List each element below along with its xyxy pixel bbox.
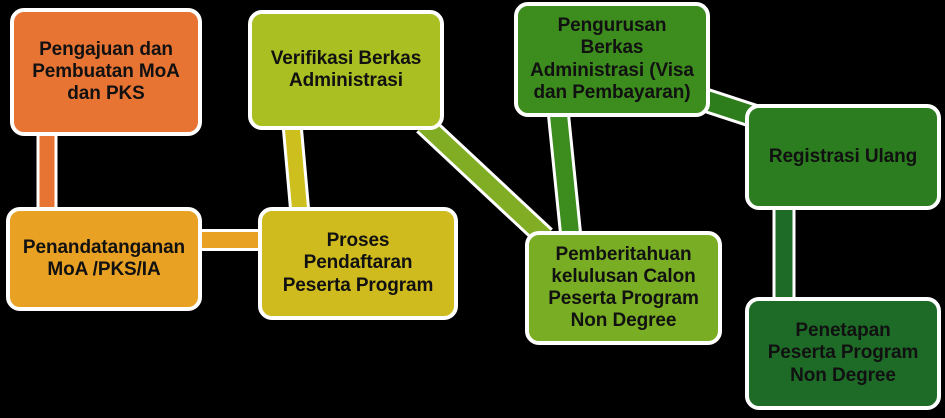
connector-pengurusan-to-pemberitahuan [546, 108, 583, 240]
node-label: Pengajuan dan Pembuatan MoA dan PKS [32, 38, 180, 105]
node-pengajuan-moa-pks[interactable]: Pengajuan dan Pembuatan MoA dan PKS [10, 8, 202, 136]
node-penetapan-peserta-program-non-degree[interactable]: Penetapan Peserta Program Non Degree [745, 297, 941, 410]
node-label: Pemberitahuan kelulusan Calon Peserta Pr… [548, 243, 699, 332]
node-label: Penetapan Peserta Program Non Degree [767, 320, 919, 386]
node-registrasi-ulang[interactable]: Registrasi Ulang [745, 104, 941, 210]
node-label: Proses Pendaftaran Peserta Program [282, 230, 434, 296]
connector-verifikasi-to-proses-pendaftaran [281, 123, 311, 215]
node-label: Verifikasi Berkas Administrasi [270, 47, 422, 91]
node-proses-pendaftaran-peserta-program[interactable]: Proses Pendaftaran Peserta Program [258, 207, 458, 320]
node-pengurusan-berkas-administrasi[interactable]: Pengurusan Berkas Administrasi (Visa dan… [514, 2, 710, 117]
node-pemberitahuan-kelulusan-calon-peserta[interactable]: Pemberitahuan kelulusan Calon Peserta Pr… [525, 231, 722, 345]
connector-line [549, 109, 580, 239]
node-label: Registrasi Ulang [768, 145, 918, 167]
node-verifikasi-berkas-administrasi[interactable]: Verifikasi Berkas Administrasi [248, 10, 444, 130]
node-penandatanganan-moa-pks-ia[interactable]: Penandatanganan MoA /PKS/IA [6, 207, 202, 311]
node-label: Penandatanganan MoA /PKS/IA [22, 236, 186, 280]
node-label: Pengurusan Berkas Administrasi (Visa dan… [530, 15, 694, 103]
connector-line [284, 123, 308, 215]
